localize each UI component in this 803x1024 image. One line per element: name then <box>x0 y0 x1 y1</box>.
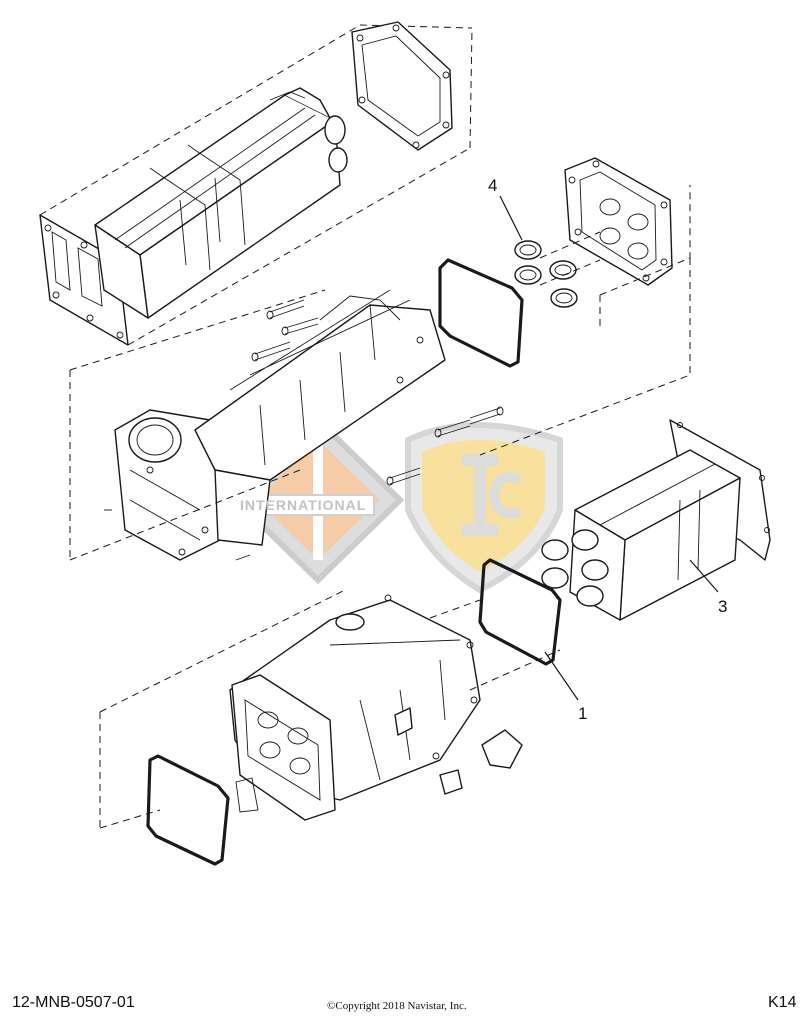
upper-assembly-dashed-frame <box>39 24 473 346</box>
callout-item-3: 3 <box>718 597 728 616</box>
page-code: K14 <box>768 994 797 1011</box>
flange-plate-with-ports <box>564 157 673 286</box>
international-logo-text: INTERNATIONAL <box>240 497 367 513</box>
square-gasket-item-1 <box>478 558 562 666</box>
square-gasket-lower <box>146 754 230 866</box>
document-id: 12-MNB-0507-01 <box>12 994 135 1011</box>
upper-egr-cooler <box>39 87 348 346</box>
callout-item-4: 4 <box>488 176 498 195</box>
leader-item-3 <box>689 559 719 593</box>
lower-egr-housing <box>229 594 523 821</box>
square-gasket-upper <box>438 258 524 368</box>
copyright-notice: ©Copyright 2018 Navistar, Inc. <box>327 1000 467 1012</box>
o-rings-item-4 <box>514 240 578 308</box>
egr-cooler-core-item-3 <box>541 419 771 621</box>
middle-egr-housing <box>114 289 446 561</box>
ic-watermark-logo <box>405 422 563 594</box>
lower-assembly-dashed-frame <box>99 589 561 829</box>
middle-assembly-dashed-frame <box>69 258 691 561</box>
callout-item-1: 1 <box>578 704 588 723</box>
leader-item-1 <box>544 651 579 701</box>
leader-item-4 <box>499 195 523 241</box>
upper-flange-gasket <box>351 21 453 151</box>
mounting-bolts <box>104 299 504 561</box>
